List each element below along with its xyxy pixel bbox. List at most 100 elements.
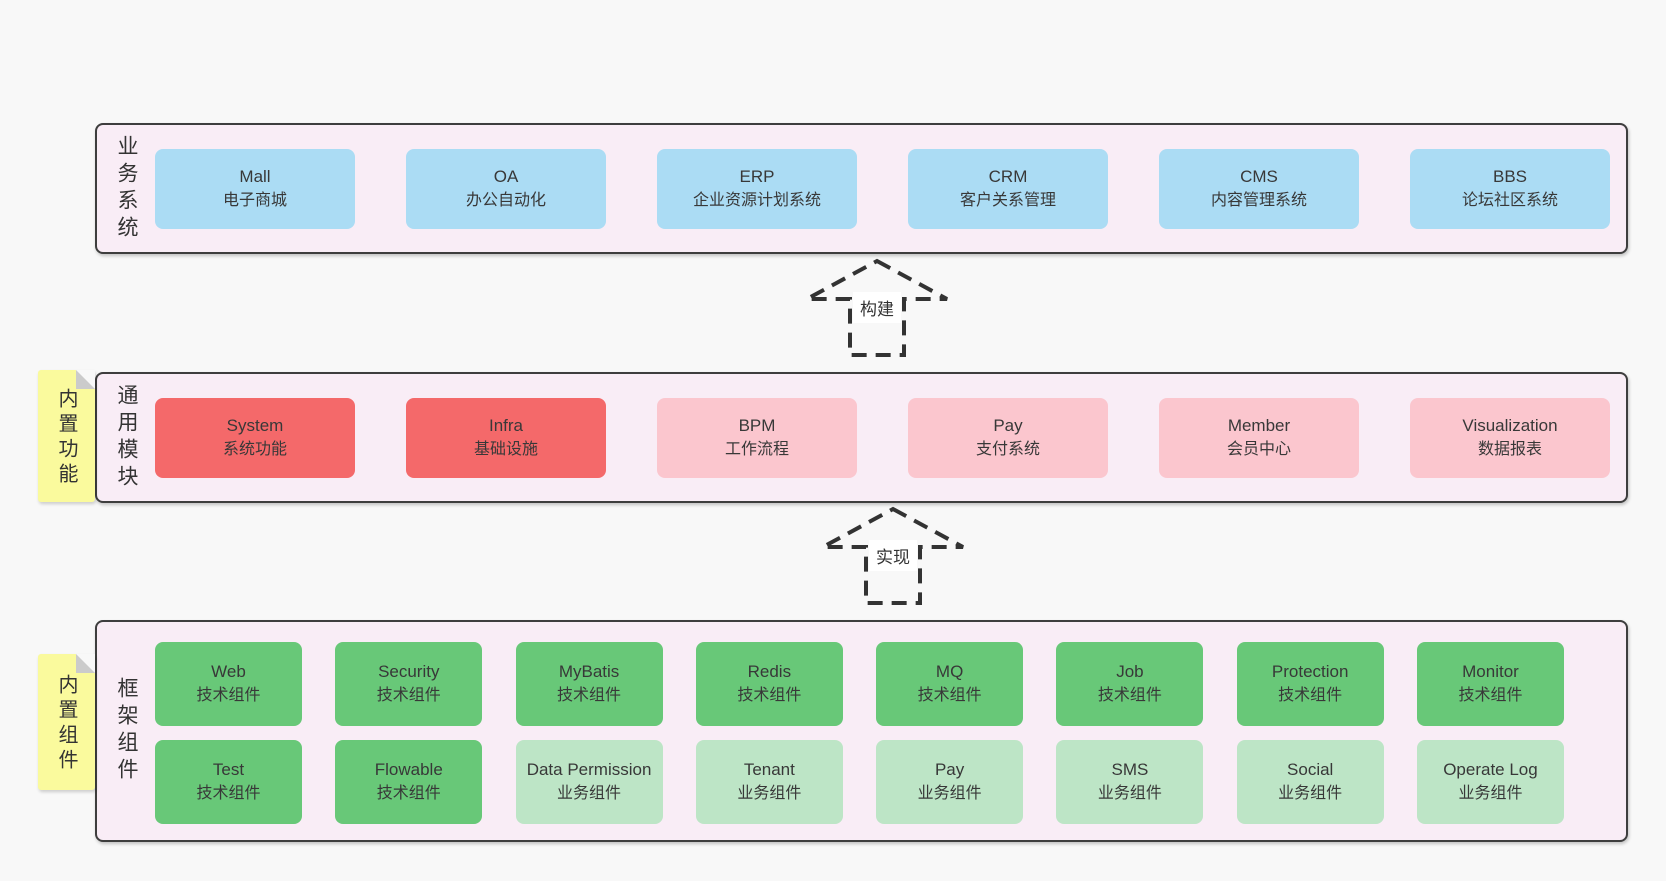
box-operate-log-title: Operate Log — [1443, 759, 1538, 779]
box-monitor-title: Monitor — [1462, 661, 1519, 681]
arrow-build-label: 构建 — [853, 292, 901, 323]
box-mq: MQ 技术组件 — [876, 642, 1024, 726]
sticky-builtin-components-label: 内置组件 — [55, 674, 77, 774]
box-mall-subtitle: 电子商城 — [222, 192, 287, 210]
section-business-systems: 业务系统 Mall 电子商城 OA 办公自动化 ERP 企业资源计划系统 CRM… — [95, 123, 1628, 254]
sticky-fold-corner-icon — [76, 654, 95, 673]
box-bpm-title: BPM — [738, 415, 776, 435]
box-sms-title: SMS — [1111, 759, 1149, 779]
section-framework-components: 框架组件 Web 技术组件 Security 技术组件 MyBatis 技术组件… — [95, 620, 1628, 842]
box-visualization-title: Visualization — [1462, 415, 1558, 435]
box-mybatis-title: MyBatis — [558, 661, 620, 681]
box-pay-module-title: Pay — [993, 415, 1023, 435]
box-tenant: Tenant 业务组件 — [695, 740, 843, 824]
box-social-title: Social — [1287, 759, 1334, 779]
box-test-subtitle: 技术组件 — [196, 784, 261, 802]
box-flowable: Flowable 技术组件 — [335, 740, 483, 824]
box-oa-subtitle: 办公自动化 — [465, 192, 546, 210]
box-mall-title: Mall — [239, 166, 271, 186]
box-erp: ERP 企业资源计划系统 — [657, 148, 857, 229]
box-pay-module: Pay 支付系统 — [908, 397, 1108, 478]
sticky-builtin-features-label: 内置功能 — [55, 388, 77, 488]
box-web-title: Web — [211, 661, 246, 681]
box-infra-subtitle: 基础设施 — [473, 441, 538, 459]
box-bbs-subtitle: 论坛社区系统 — [1461, 192, 1558, 210]
sticky-note-builtin-components: 内置组件 — [38, 654, 95, 790]
box-job: Job 技术组件 — [1056, 642, 1204, 726]
box-web: Web 技术组件 — [155, 642, 302, 726]
box-operate-log: Operate Log 业务组件 — [1416, 740, 1564, 824]
box-member-title: Member — [1227, 415, 1291, 435]
box-pay-module-subtitle: 支付系统 — [975, 441, 1040, 459]
components-row-1: Web 技术组件 Security 技术组件 MyBatis 技术组件 Redi… — [155, 642, 1564, 726]
box-protection-title: Protection — [1271, 661, 1349, 681]
up-arrow-dashed-icon — [822, 506, 964, 605]
box-test-title: Test — [212, 759, 245, 779]
box-tenant-subtitle: 业务组件 — [737, 784, 802, 802]
box-system-title: System — [226, 415, 284, 435]
box-data-permission: Data Permission 业务组件 — [515, 740, 663, 824]
box-erp-subtitle: 企业资源计划系统 — [692, 192, 821, 210]
box-infra-title: Infra — [488, 415, 524, 435]
box-visualization-subtitle: 数据报表 — [1477, 441, 1542, 459]
box-monitor: Monitor 技术组件 — [1416, 642, 1564, 726]
box-infra: Infra 基础设施 — [406, 397, 606, 478]
box-security: Security 技术组件 — [335, 642, 483, 726]
box-crm-title: CRM — [988, 166, 1028, 186]
box-social: Social 业务组件 — [1236, 740, 1384, 824]
box-erp-title: ERP — [739, 166, 775, 186]
box-monitor-subtitle: 技术组件 — [1458, 686, 1523, 704]
box-pay-component-title: Pay — [934, 759, 965, 779]
sticky-note-builtin-features: 内置功能 — [38, 370, 95, 502]
sticky-fold-corner-icon — [76, 370, 95, 389]
arrow-implement: 实现 — [818, 504, 968, 608]
box-data-permission-subtitle: 业务组件 — [557, 784, 622, 802]
section-modules-label: 通用模块 — [115, 383, 138, 492]
box-flowable-title: Flowable — [374, 759, 443, 779]
box-security-title: Security — [378, 661, 440, 681]
box-bpm: BPM 工作流程 — [657, 397, 857, 478]
components-row-2: Test 技术组件 Flowable 技术组件 Data Permission … — [155, 740, 1564, 824]
box-protection: Protection 技术组件 — [1236, 642, 1384, 726]
section-business-label: 业务系统 — [115, 134, 138, 243]
box-redis-title: Redis — [747, 661, 792, 681]
box-cms-subtitle: 内容管理系统 — [1210, 192, 1307, 210]
box-test: Test 技术组件 — [155, 740, 302, 824]
box-system-subtitle: 系统功能 — [222, 441, 287, 459]
components-box-grid: Web 技术组件 Security 技术组件 MyBatis 技术组件 Redi… — [155, 642, 1564, 824]
section-components-label: 框架组件 — [115, 677, 138, 785]
box-job-title: Job — [1116, 661, 1144, 681]
box-security-subtitle: 技术组件 — [376, 686, 441, 704]
box-bbs: BBS 论坛社区系统 — [1410, 148, 1610, 229]
box-mall: Mall 电子商城 — [155, 148, 355, 229]
box-pay-component: Pay 业务组件 — [876, 740, 1024, 824]
box-mq-title: MQ — [935, 661, 964, 681]
box-member: Member 会员中心 — [1159, 397, 1359, 478]
box-social-subtitle: 业务组件 — [1278, 784, 1343, 802]
box-redis-subtitle: 技术组件 — [737, 686, 802, 704]
box-cms-title: CMS — [1240, 166, 1278, 186]
box-redis: Redis 技术组件 — [695, 642, 843, 726]
box-bpm-subtitle: 工作流程 — [724, 441, 789, 459]
box-job-subtitle: 技术组件 — [1097, 686, 1162, 704]
arrow-build: 构建 — [802, 256, 952, 360]
box-sms: SMS 业务组件 — [1056, 740, 1204, 824]
box-flowable-subtitle: 技术组件 — [376, 784, 441, 802]
business-boxes-row: Mall 电子商城 OA 办公自动化 ERP 企业资源计划系统 CRM 客户关系… — [155, 125, 1610, 252]
box-mybatis-subtitle: 技术组件 — [557, 686, 622, 704]
box-sms-subtitle: 业务组件 — [1097, 784, 1162, 802]
box-system: System 系统功能 — [155, 397, 355, 478]
box-crm: CRM 客户关系管理 — [908, 148, 1108, 229]
section-common-modules: 通用模块 System 系统功能 Infra 基础设施 BPM 工作流程 Pay… — [95, 372, 1628, 503]
box-crm-subtitle: 客户关系管理 — [959, 192, 1056, 210]
box-protection-subtitle: 技术组件 — [1278, 686, 1343, 704]
box-pay-component-subtitle: 业务组件 — [917, 784, 982, 802]
modules-boxes-row: System 系统功能 Infra 基础设施 BPM 工作流程 Pay 支付系统… — [155, 374, 1610, 501]
box-tenant-title: Tenant — [743, 759, 795, 779]
box-data-permission-title: Data Permission — [526, 759, 652, 779]
box-mq-subtitle: 技术组件 — [917, 686, 982, 704]
box-mybatis: MyBatis 技术组件 — [515, 642, 663, 726]
box-oa-title: OA — [493, 166, 519, 186]
box-operate-log-subtitle: 业务组件 — [1458, 784, 1523, 802]
up-arrow-dashed-icon — [806, 258, 948, 357]
